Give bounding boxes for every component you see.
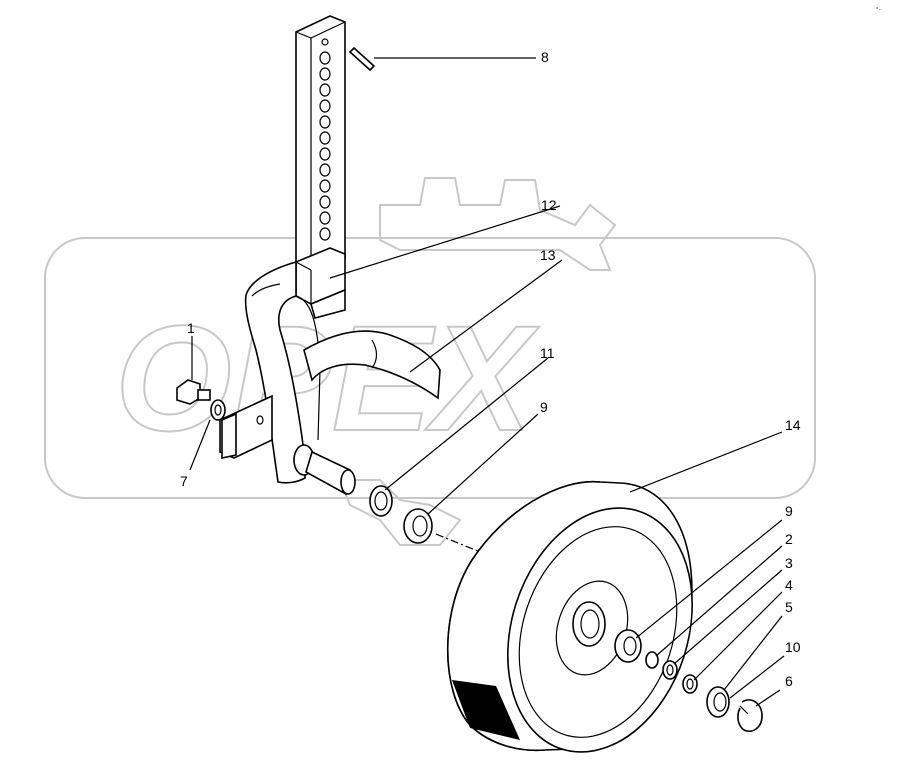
callout-10: 10 [785, 639, 801, 655]
pin-part [348, 46, 376, 72]
callout-labels: 8 12 13 1 11 9 7 14 9 2 3 4 5 10 6 [180, 49, 801, 689]
wheel-part-14 [446, 480, 693, 753]
callout-2: 2 [785, 531, 793, 547]
leader-5 [723, 615, 783, 691]
callout-6: 6 [785, 673, 793, 689]
bearing-part-9-upper [403, 508, 433, 544]
leader-14 [629, 431, 783, 493]
bearing-part-9-lower [614, 629, 642, 663]
leader-lines [189, 57, 785, 707]
leader-13 [409, 259, 563, 373]
scraper-blade [303, 330, 441, 400]
callout-14: 14 [785, 417, 801, 433]
callout-11: 11 [540, 345, 555, 361]
adjustment-holes [319, 38, 331, 241]
callout-12: 12 [541, 197, 557, 213]
callout-4: 4 [785, 577, 793, 593]
washer-part-4 [682, 674, 698, 694]
mounting-bracket [219, 394, 273, 459]
washer-part-3 [662, 660, 678, 680]
leader-2 [655, 545, 783, 657]
leader-9a [427, 413, 539, 515]
callout-5: 5 [785, 599, 793, 615]
callout-8: 8 [541, 49, 549, 65]
leader-4 [693, 591, 783, 681]
corner-mark: °·· [876, 7, 882, 13]
leader-11 [384, 357, 549, 491]
callout-13: 13 [540, 247, 556, 263]
cap-part-5 [706, 686, 730, 718]
callout-7: 7 [180, 473, 188, 489]
tire-shadow [452, 680, 520, 740]
washer-part-7 [210, 399, 226, 421]
leader-6 [755, 689, 781, 707]
leader-7 [189, 419, 211, 471]
opex-watermark-text: OPEX [115, 294, 540, 462]
axle-stub [293, 444, 356, 496]
leader-12 [329, 205, 561, 279]
seal-ring-part-11 [369, 485, 393, 517]
clamp-block [295, 247, 346, 319]
callout-9-upper: 9 [540, 399, 548, 415]
leader-10 [729, 655, 785, 699]
leader-9b [635, 519, 783, 639]
bolt-part [176, 379, 211, 405]
washer-part-2 [645, 651, 659, 669]
callout-1: 1 [187, 320, 195, 336]
adjustment-bar [295, 15, 346, 273]
callout-9-lower: 9 [785, 503, 793, 519]
circlip-part-6 [737, 699, 763, 732]
callout-3: 3 [785, 555, 793, 571]
leader-3 [673, 569, 783, 665]
opex-watermark-logo: OPEX [44, 177, 816, 546]
